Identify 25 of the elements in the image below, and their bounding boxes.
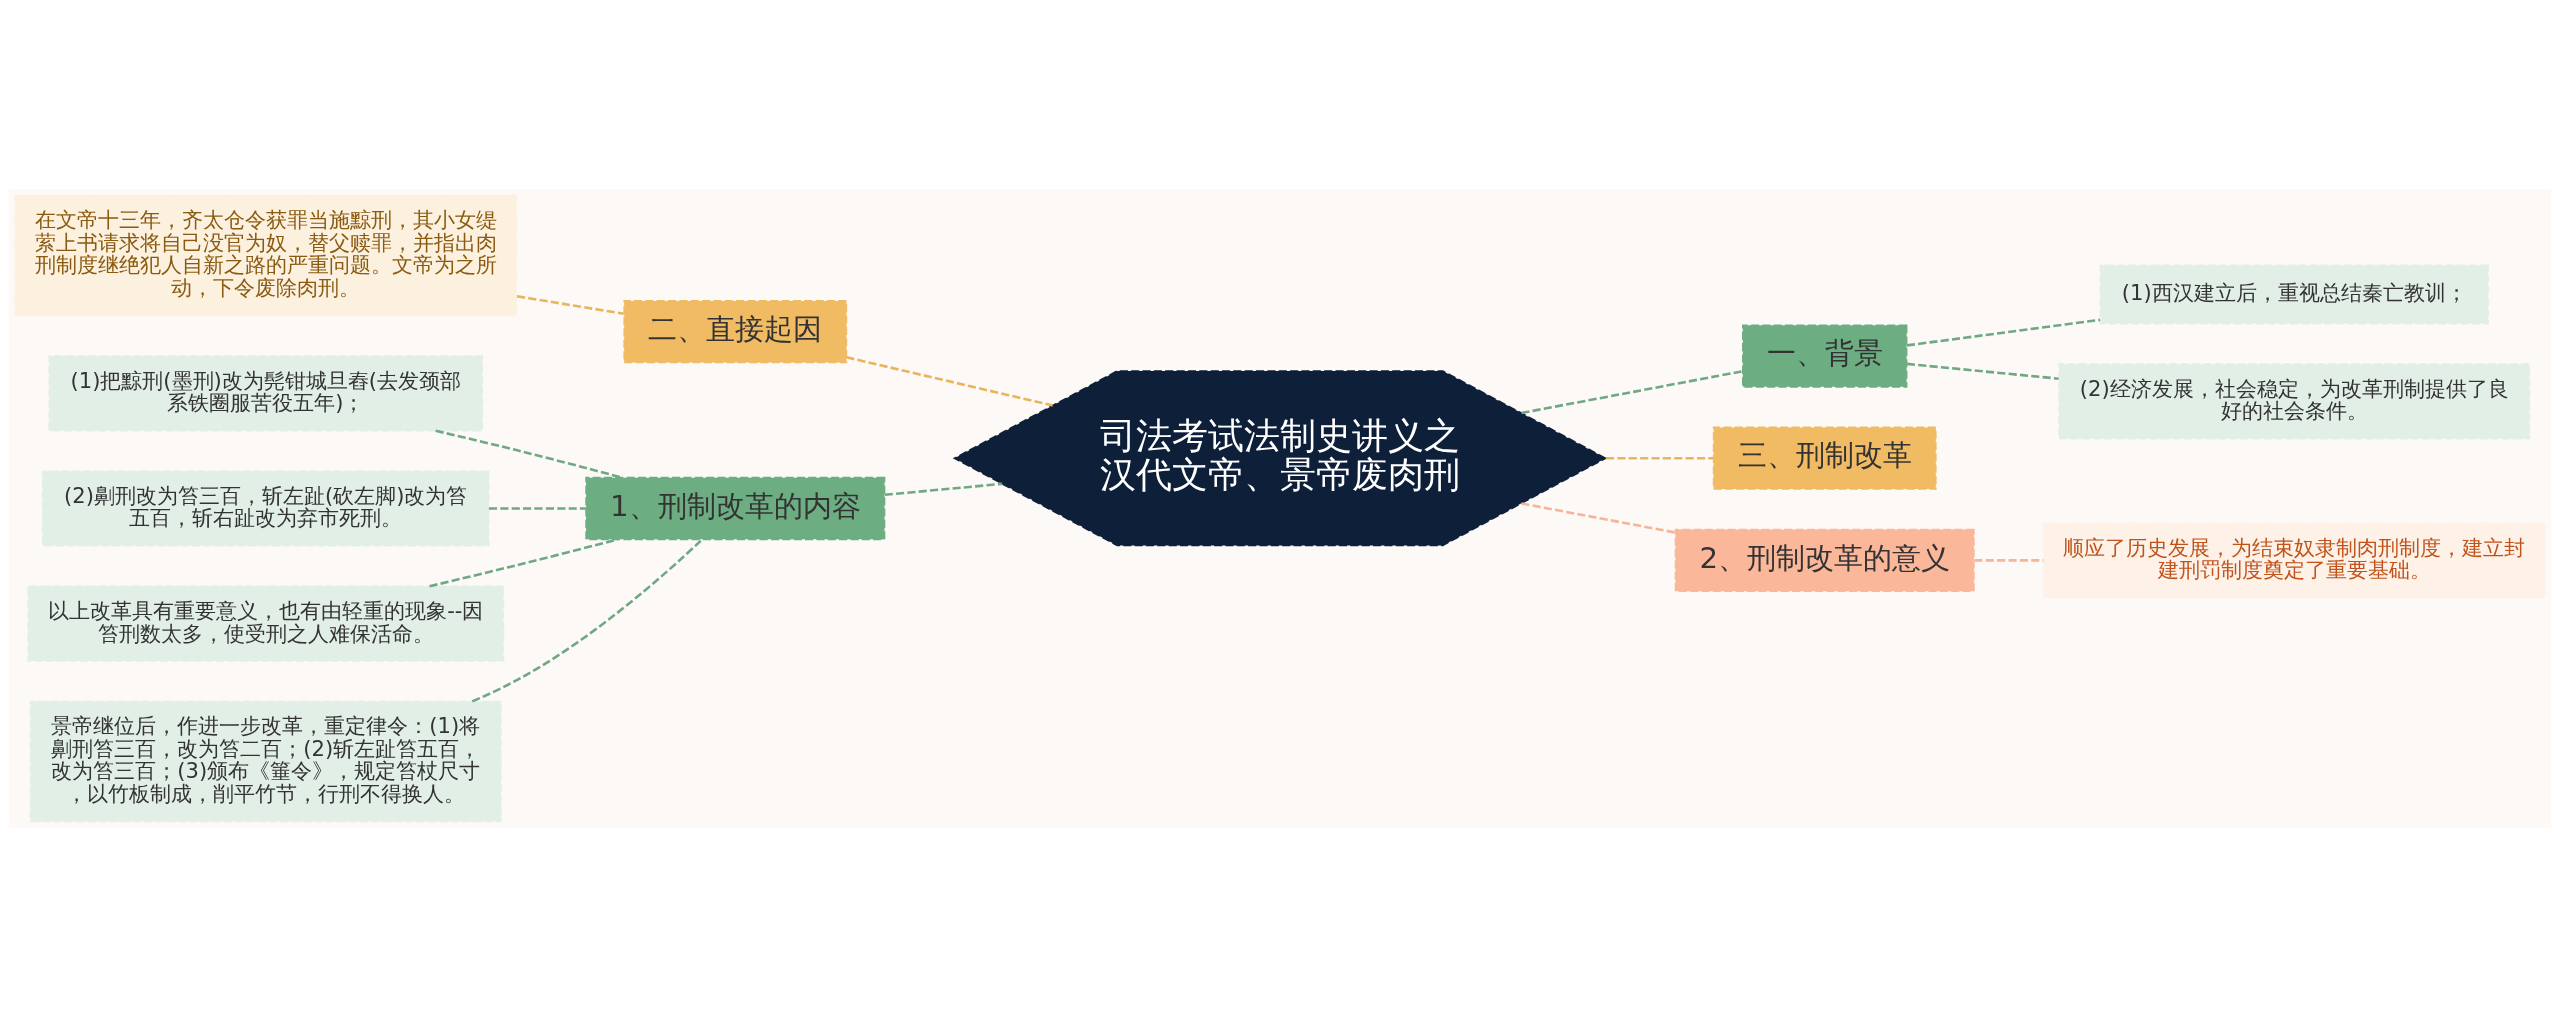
connector — [1521, 501, 1676, 534]
connector — [884, 482, 1003, 496]
connector — [429, 537, 618, 587]
node-box: (2)劓刑改为笞三百，斩左趾(砍左脚)改为笞五百，斩右趾改为弃市死刑。 — [41, 469, 490, 547]
connector — [488, 506, 586, 510]
connector — [516, 294, 624, 315]
node-box: 以上改革具有重要意义，也有由轻重的现象--因笞刑数太多，使受刑之人难保活命。 — [27, 585, 505, 662]
node-box: 顺应了历史发展，为结束奴隶制肉刑制度，建立封建刑罚制度奠定了重要基础。 — [2042, 521, 2546, 598]
connector — [1906, 318, 2101, 347]
node-box: 景帝继位后，作进一步改革，重定律令：(1)将劓刑笞三百，改为笞二百；(2)斩左趾笞五百，改为笞三百；(3)颁布《箠令》，规定笞杖尺寸，以竹板制成，削平竹节，行刑不得换人。 — [29, 700, 502, 822]
connector — [471, 538, 703, 703]
connector — [435, 429, 623, 479]
node-box: (2)经济发展，社会稳定，为改革刑制提供了良好的社会条件。 — [2058, 362, 2531, 440]
node-box: 2、刑制改革的意义 — [1674, 528, 1975, 592]
node-box: 三、刑制改革 — [1712, 426, 1937, 490]
node-box: 1、刑制改革的内容 — [585, 476, 886, 540]
connector — [1605, 456, 1714, 459]
node-box: 在文帝十三年，齐太仓令获罪当施黥刑，其小女缇萦上书请求将自己没官为奴，替父赎罪，并指出肉刑制度继绝犯人自新之路的严重问题。文帝为之所动，下令废除肉刑。 — [14, 194, 518, 316]
node-box: (1)西汉建立后，重视总结秦亡教训； — [2099, 263, 2489, 324]
node-box: (1)把黥刑(墨刑)改为髡钳城旦舂(去发颈部系铁圈服苦役五年)； — [48, 354, 484, 431]
node-box: 一、背景 — [1742, 323, 1908, 388]
connector — [846, 355, 1053, 407]
connector — [1906, 362, 2059, 380]
node-box: 二、直接起因 — [623, 299, 848, 363]
connector — [1521, 369, 1743, 414]
